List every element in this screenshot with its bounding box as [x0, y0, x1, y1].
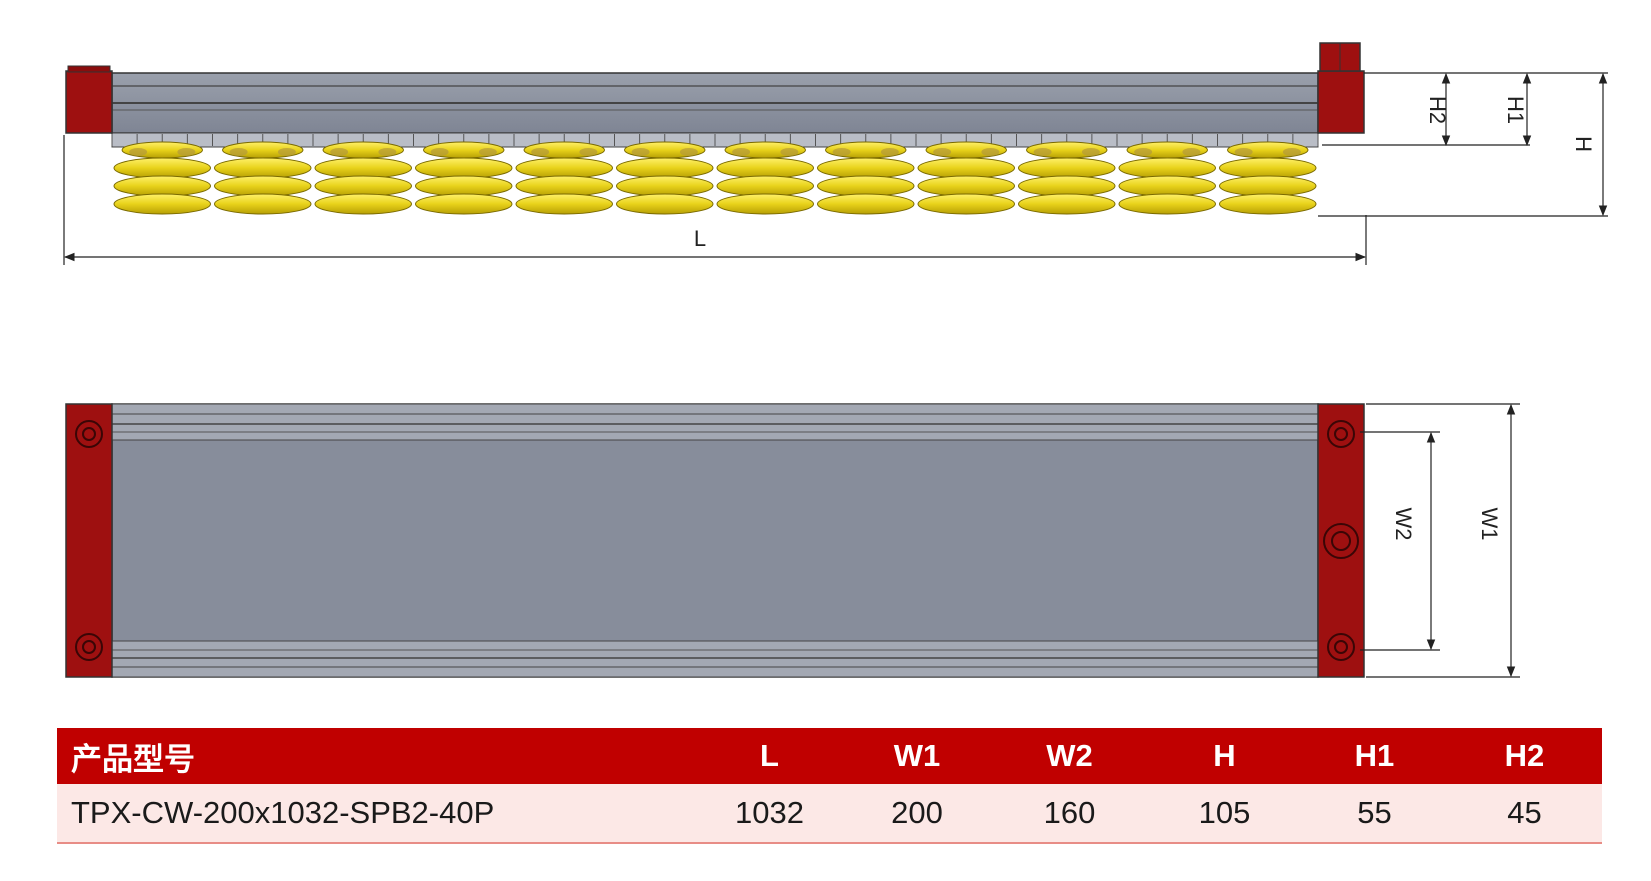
left-end-cap-top	[67, 65, 111, 73]
top-edge-rail	[111, 403, 1319, 441]
l-label: L	[694, 226, 706, 251]
h2-label: H2	[1425, 96, 1450, 124]
top-view-dimensions	[1360, 403, 1520, 678]
suction-cup	[1219, 141, 1317, 215]
suction-cup	[716, 141, 814, 215]
mounting-hole	[75, 420, 1359, 661]
bottom-edge-rail	[111, 640, 1319, 678]
suction-cup-row	[113, 141, 1317, 215]
suction-cup	[616, 141, 714, 215]
cell-model: TPX-CW-200x1032-SPB2-40P	[57, 784, 697, 844]
header-h2: H2	[1447, 728, 1602, 784]
left-end-cap	[65, 70, 113, 134]
suction-cup	[314, 141, 412, 215]
top-left-end-cap	[65, 403, 113, 678]
suction-cup	[817, 141, 915, 215]
cell-h2: 45	[1447, 784, 1602, 844]
cell-h: 105	[1147, 784, 1302, 844]
header-h1: H1	[1302, 728, 1447, 784]
spec-table: 产品型号 L W1 W2 H H1 H2 TPX-CW-200x1032-SPB…	[57, 728, 1602, 844]
suction-cup	[917, 141, 1015, 215]
header-h: H	[1147, 728, 1302, 784]
h-label: H	[1571, 136, 1596, 152]
cell-l: 1032	[697, 784, 842, 844]
side-view	[65, 42, 1365, 215]
suction-cup	[113, 141, 211, 215]
w1-label: W1	[1477, 508, 1502, 541]
header-w2: W2	[992, 728, 1147, 784]
cell-h1: 55	[1302, 784, 1447, 844]
side-view-dimensions	[63, 72, 1608, 265]
top-view	[65, 403, 1365, 678]
suction-cup	[1018, 141, 1116, 215]
h1-label: H1	[1503, 96, 1528, 124]
w2-label: W2	[1391, 508, 1416, 541]
suction-cup	[415, 141, 513, 215]
technical-drawing: H2 H1 H L W2 W1	[63, 42, 1608, 678]
rail-ticks	[111, 134, 1319, 146]
cell-w2: 160	[992, 784, 1147, 844]
header-w1: W1	[842, 728, 992, 784]
header-l: L	[697, 728, 842, 784]
suction-cup	[515, 141, 613, 215]
top-body	[111, 403, 1319, 678]
top-right-end-cap	[1317, 403, 1365, 678]
header-model: 产品型号	[57, 728, 697, 784]
suction-cup	[1118, 141, 1216, 215]
cell-w1: 200	[842, 784, 992, 844]
table-row: TPX-CW-200x1032-SPB2-40P 1032 200 160 10…	[57, 784, 1602, 844]
right-end-cap	[1317, 70, 1365, 134]
suction-cup	[214, 141, 312, 215]
table-header-row: 产品型号 L W1 W2 H H1 H2	[57, 728, 1602, 784]
